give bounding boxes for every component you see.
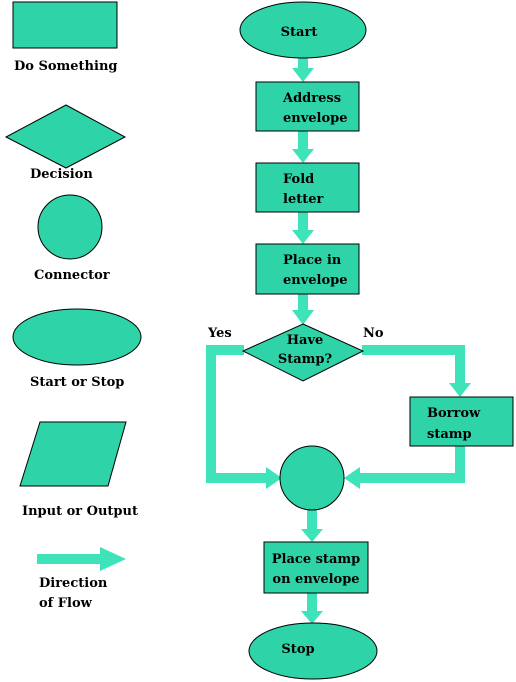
node-fold-label-line1: Fold — [283, 172, 314, 187]
node-connector — [279, 445, 345, 511]
node-borrow-stamp: Borrow stamp — [409, 396, 514, 447]
legend-direction-label-line2: of Flow — [39, 596, 93, 611]
node-place-label-line1: Place in — [283, 253, 342, 268]
legend: Do Something Decision Connector Start or… — [4, 1, 142, 611]
legend-input-or-output-label: Input or Output — [22, 504, 138, 519]
legend-terminator-shape — [12, 308, 142, 366]
node-place-stamp-label-line2: on envelope — [272, 572, 359, 587]
flow-connectors — [206, 58, 471, 624]
node-borrow-label-line2: stamp — [427, 427, 472, 442]
node-place-in-envelope: Place in envelope — [255, 243, 360, 295]
flow-arrow-borrow-to-connector — [344, 446, 465, 489]
node-decision-have-stamp: Have Stamp? — [241, 323, 365, 382]
node-decision-label-line2: Stamp? — [278, 352, 333, 367]
legend-direction-arrow-icon — [37, 547, 126, 571]
branch-yes-label: Yes — [207, 326, 232, 341]
legend-do-something-label: Do Something — [14, 59, 118, 74]
legend-connector-label: Connector — [34, 268, 110, 283]
node-place-label-line2: envelope — [283, 273, 348, 288]
legend-process-shape — [12, 1, 118, 49]
flow-arrow-place-to-decision — [292, 294, 314, 325]
legend-input-output-shape — [19, 421, 127, 487]
legend-start-or-stop-label: Start or Stop — [30, 375, 124, 390]
flow-arrow-start-to-address — [292, 58, 314, 82]
legend-direction-label-line1: Direction — [39, 576, 108, 591]
node-fold-letter: Fold letter — [255, 162, 360, 213]
node-place-stamp-on-envelope: Place stamp on envelope — [263, 541, 369, 594]
node-address-label-line1: Address — [282, 91, 341, 106]
node-stop: Stop — [248, 622, 378, 680]
flow-arrow-address-to-fold — [292, 131, 314, 163]
node-address-envelope: Address envelope — [255, 81, 360, 132]
legend-decision-shape — [4, 104, 127, 169]
node-fold-label-line2: letter — [283, 192, 323, 207]
flow-arrow-connector-to-place-stamp — [301, 509, 323, 542]
node-address-label-line2: envelope — [283, 111, 348, 126]
branch-no-label: No — [363, 326, 384, 341]
flow-arrow-no-branch — [362, 345, 471, 397]
node-borrow-label-line1: Borrow — [427, 406, 481, 421]
flow-arrow-place-stamp-to-stop — [301, 593, 323, 624]
node-start: Start — [239, 1, 367, 59]
flow-arrow-fold-to-place — [292, 212, 314, 244]
node-decision-label-line1: Have — [287, 333, 324, 348]
legend-connector-shape — [37, 194, 103, 260]
node-stop-label: Stop — [281, 642, 314, 657]
node-start-label: Start — [281, 25, 318, 40]
legend-decision-label: Decision — [30, 167, 93, 182]
flow-arrow-yes-branch — [206, 345, 282, 489]
node-place-stamp-label-line1: Place stamp — [272, 552, 360, 567]
